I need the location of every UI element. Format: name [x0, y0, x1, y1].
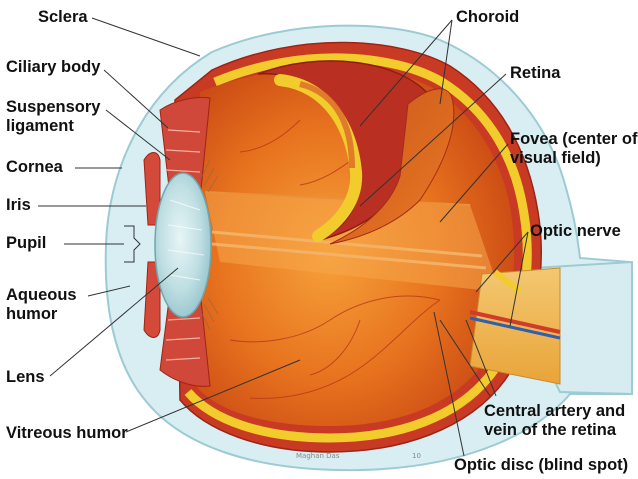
label-retina: Retina [510, 64, 561, 82]
optic-nerve-shape [469, 267, 561, 385]
label-suspensory-ligament: Suspensory ligament [6, 98, 101, 135]
ciliary-body-shape [159, 97, 211, 387]
label-aqueous-humor: Aqueous humor [6, 286, 77, 323]
label-optic-disc: Optic disc (blind spot) [454, 456, 629, 474]
label-optic-nerve: Optic nerve [530, 222, 621, 240]
label-lens: Lens [6, 368, 45, 386]
leader-lines [38, 17, 529, 457]
label-fovea: Fovea (center of visual field) [510, 130, 638, 167]
label-ciliary-body: Ciliary body [6, 58, 101, 76]
label-sclera: Sclera [38, 8, 88, 26]
label-vitreous-humor: Vitreous humor [6, 424, 128, 442]
label-pupil: Pupil [6, 234, 47, 252]
lens-shape [154, 172, 212, 318]
iris-shape [143, 152, 161, 338]
label-choroid: Choroid [456, 8, 520, 26]
label-cornea: Cornea [6, 158, 63, 176]
label-iris: Iris [6, 196, 31, 214]
slide-number: 10 [412, 452, 421, 460]
label-central-artery: Central artery and vein of the retina [484, 402, 626, 439]
suspensory-ligament-fibers [199, 159, 219, 331]
retina-flap [257, 60, 455, 245]
credit-text: Maghan Das [296, 452, 340, 460]
